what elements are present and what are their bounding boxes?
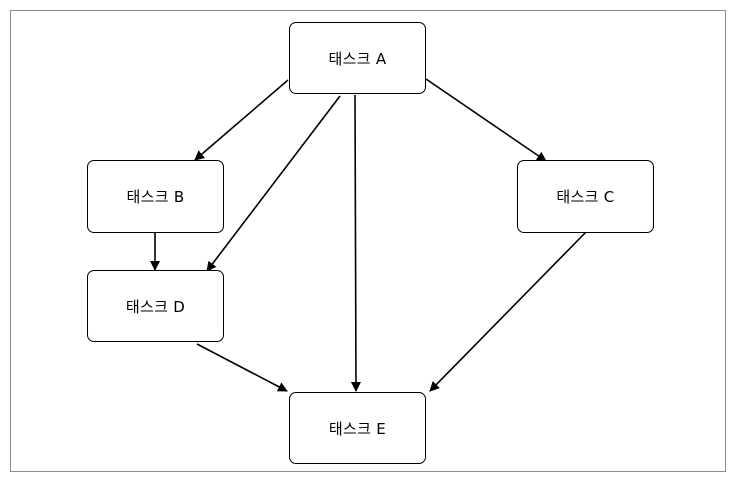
edge-a-to-d-arrow [206,95,341,272]
task-node-d-label: 태스크 D [125,297,186,316]
task-node-b-label: 태스크 B [126,188,185,206]
task-node-e[interactable]: 태스크 E [289,392,426,464]
task-node-e-label: 태스크 E [328,419,387,438]
edge-a-to-e-arrow [350,94,361,392]
task-node-b[interactable]: 태스크 B [87,160,224,233]
edge-a-to-c-arrow [425,78,547,162]
edge-c-to-e-arrow [429,231,587,392]
task-node-a[interactable]: 태스크 A [289,22,426,94]
task-node-c[interactable]: 태스크 C [517,160,654,233]
task-node-c-label: 태스크 C [556,188,615,206]
task-node-d[interactable]: 태스크 D [87,270,224,342]
edge-a-to-b-arrow [194,79,289,161]
edge-d-to-e-arrow [196,343,288,392]
task-node-a-label: 태스크 A [328,49,387,68]
